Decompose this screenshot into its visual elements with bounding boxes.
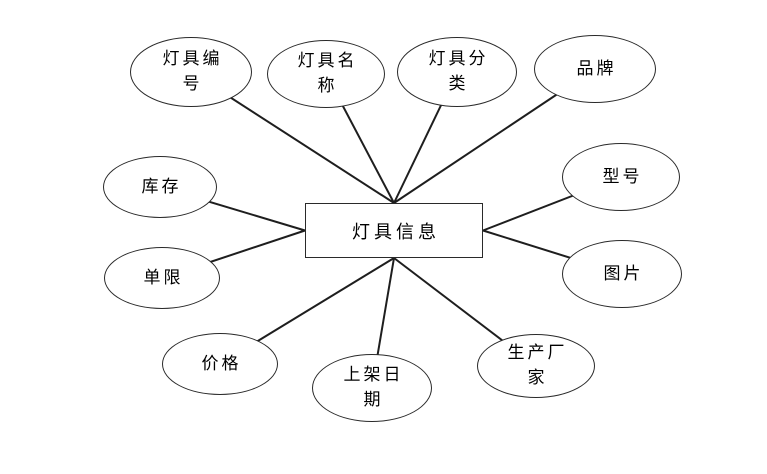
entity-label: 灯具信息: [352, 221, 440, 243]
attribute-label-line: 灯具编: [162, 49, 223, 69]
attribute-ellipse-shelf-date: 上架日期: [312, 354, 432, 422]
attribute-ellipse-manufacturer: 生产厂家: [477, 334, 595, 398]
attribute-label-line: 型号: [602, 166, 643, 187]
attribute-ellipse-stock: 库存: [103, 156, 217, 218]
attribute-ellipse-price: 价格: [162, 333, 278, 395]
attribute-label-line: 称: [317, 76, 338, 96]
attribute-label-line: 灯具分: [428, 49, 489, 69]
attribute-label-line: 上架日: [343, 365, 404, 385]
attribute-ellipse-model: 型号: [562, 143, 680, 211]
attribute-label-line: 生产厂: [507, 343, 568, 363]
attribute-ellipse-brand: 品牌: [534, 35, 656, 103]
attribute-label-line: 价格: [201, 353, 242, 374]
attribute-label-line: 库存: [141, 176, 182, 197]
entity-rect-lamp-info: 灯具信息: [305, 203, 483, 258]
attribute-ellipse-lamp-category: 灯具分类: [397, 37, 517, 107]
attribute-label-line: 号: [182, 74, 203, 94]
attribute-ellipse-lamp-number: 灯具编号: [130, 37, 252, 107]
attribute-ellipse-lamp-name: 灯具名称: [267, 40, 385, 108]
attribute-label-line: 单限: [143, 267, 184, 288]
attribute-label-line: 品牌: [576, 58, 617, 79]
attribute-label-line: 图片: [603, 263, 644, 284]
attribute-label-line: 灯具名: [297, 51, 358, 71]
attribute-label-line: 家: [527, 368, 548, 388]
attribute-ellipse-picture: 图片: [562, 240, 682, 308]
attribute-ellipse-unit-limit: 单限: [104, 247, 220, 309]
attribute-label-line: 期: [363, 390, 384, 410]
attribute-label-line: 类: [448, 74, 469, 94]
